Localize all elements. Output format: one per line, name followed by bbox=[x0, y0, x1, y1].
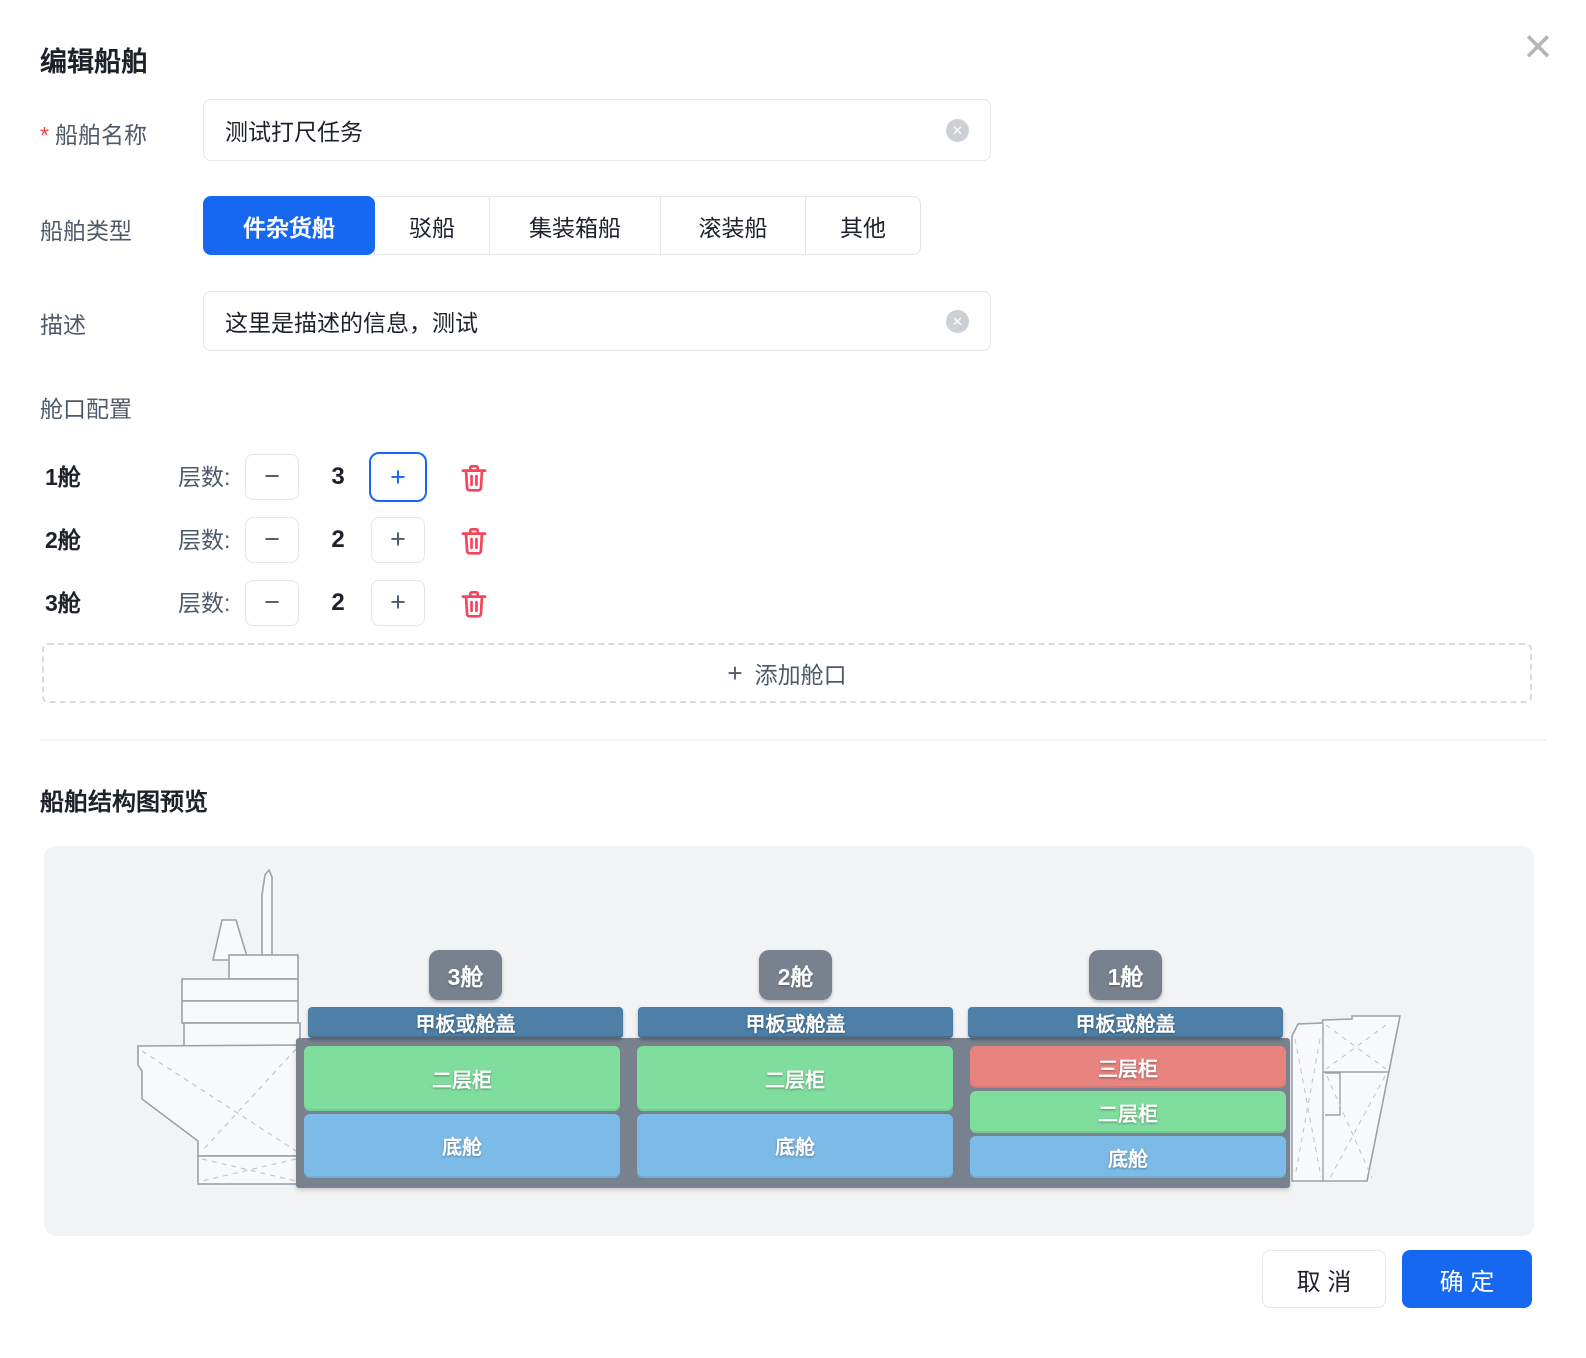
required-asterisk: * bbox=[40, 122, 49, 148]
increase-layers-button[interactable]: + bbox=[369, 452, 427, 502]
deck-bar: 甲板或舱盖 bbox=[968, 1007, 1283, 1038]
layer-cell: 底舱 bbox=[637, 1113, 953, 1178]
decrease-layers-button[interactable]: − bbox=[245, 517, 299, 563]
layer-count: 3 bbox=[331, 463, 345, 490]
layer-cell: 三层柜 bbox=[970, 1046, 1286, 1088]
hatch-badge-1: 1舱 bbox=[1089, 950, 1162, 1000]
ok-button[interactable]: 确 定 bbox=[1402, 1250, 1532, 1308]
clear-name-icon[interactable]: ✕ bbox=[946, 119, 969, 142]
layers-label: 层数: bbox=[178, 527, 231, 553]
close-icon[interactable]: × bbox=[1523, 18, 1553, 74]
hold-column-3: 二层柜 底舱 bbox=[304, 1046, 620, 1178]
layers-label: 层数: bbox=[178, 464, 231, 490]
hatch-config-title: 舱口配置 bbox=[40, 396, 132, 422]
layer-cell: 底舱 bbox=[304, 1113, 620, 1178]
delete-hatch-button[interactable] bbox=[459, 587, 491, 621]
layers-label: 层数: bbox=[178, 590, 231, 616]
deck-bar: 甲板或舱盖 bbox=[308, 1007, 623, 1038]
decrease-layers-button[interactable]: − bbox=[245, 454, 299, 500]
ship-type-tabs: 件杂货船 驳船 集装箱船 滚装船 其他 bbox=[203, 196, 921, 255]
layer-cell: 二层柜 bbox=[970, 1091, 1286, 1133]
plus-icon: + bbox=[727, 657, 743, 688]
ship-name-input[interactable] bbox=[203, 99, 991, 161]
tab-roro-ship[interactable]: 滚装船 bbox=[660, 196, 806, 255]
hold-column-1: 三层柜 二层柜 底舱 bbox=[970, 1046, 1286, 1178]
delete-hatch-button[interactable] bbox=[459, 461, 491, 495]
layer-count: 2 bbox=[331, 589, 345, 616]
dialog-title: 编辑船舶 bbox=[40, 47, 148, 77]
ship-name-label: *船舶名称 bbox=[40, 122, 147, 148]
tab-general-cargo-ship[interactable]: 件杂货船 bbox=[203, 196, 375, 255]
layer-cell: 底舱 bbox=[970, 1136, 1286, 1178]
section-divider bbox=[40, 739, 1546, 741]
deck-bar: 甲板或舱盖 bbox=[638, 1007, 953, 1038]
preview-title: 船舶结构图预览 bbox=[40, 789, 208, 816]
trash-icon bbox=[461, 527, 487, 555]
tab-other[interactable]: 其他 bbox=[805, 196, 921, 255]
hatch-row-3: 3舱 层数: − 2 + bbox=[0, 578, 1586, 628]
hold-column-2: 二层柜 底舱 bbox=[637, 1046, 953, 1178]
ship-bow-drawing bbox=[1291, 1015, 1401, 1182]
hatch-badge-2: 2舱 bbox=[759, 950, 832, 1000]
add-hatch-button[interactable]: + 添加舱口 bbox=[42, 643, 1532, 703]
hatch-badge-3: 3舱 bbox=[429, 950, 502, 1000]
description-label: 描述 bbox=[40, 312, 86, 338]
hatch-name: 1舱 bbox=[45, 464, 81, 490]
layer-cell: 二层柜 bbox=[304, 1046, 620, 1111]
tab-container-ship[interactable]: 集装箱船 bbox=[489, 196, 661, 255]
add-hatch-label: 添加舱口 bbox=[754, 662, 847, 688]
layer-count: 2 bbox=[331, 526, 345, 553]
hold-frame: 二层柜 底舱 二层柜 底舱 三层柜 二层柜 底舱 bbox=[296, 1038, 1290, 1188]
increase-layers-button[interactable]: + bbox=[371, 580, 425, 626]
delete-hatch-button[interactable] bbox=[459, 524, 491, 558]
clear-description-icon[interactable]: ✕ bbox=[946, 310, 969, 333]
description-input[interactable] bbox=[203, 291, 991, 351]
decrease-layers-button[interactable]: − bbox=[245, 580, 299, 626]
layer-cell: 二层柜 bbox=[637, 1046, 953, 1111]
hatch-name: 2舱 bbox=[45, 527, 81, 553]
hatch-name: 3舱 bbox=[45, 590, 81, 616]
ship-stern-drawing bbox=[137, 868, 301, 1185]
ship-type-label: 船舶类型 bbox=[40, 218, 132, 244]
trash-icon bbox=[461, 464, 487, 492]
increase-layers-button[interactable]: + bbox=[371, 517, 425, 563]
tab-barge[interactable]: 驳船 bbox=[374, 196, 490, 255]
cancel-button[interactable]: 取 消 bbox=[1262, 1250, 1386, 1308]
hatch-row-1: 1舱 层数: − 3 + bbox=[0, 452, 1586, 502]
trash-icon bbox=[461, 590, 487, 618]
hatch-row-2: 2舱 层数: − 2 + bbox=[0, 515, 1586, 565]
ship-structure-diagram: 3舱 2舱 1舱 甲板或舱盖 甲板或舱盖 甲板或舱盖 二层柜 底舱 二层柜 底舱… bbox=[44, 846, 1534, 1236]
